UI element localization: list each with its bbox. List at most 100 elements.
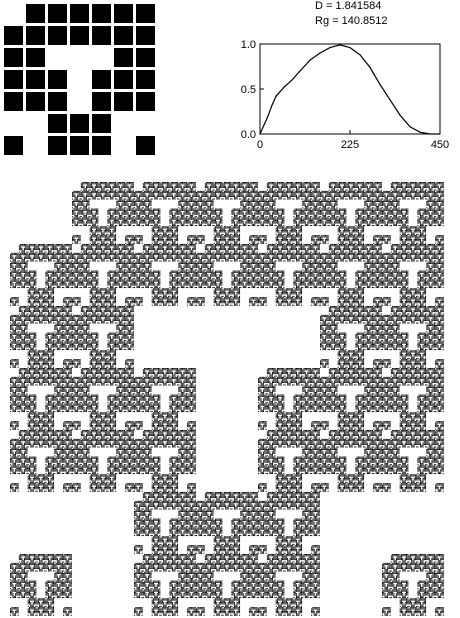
fractal-block [10, 306, 72, 368]
generator-cell [114, 4, 133, 23]
fractal-block [382, 182, 444, 244]
fractal-block [258, 492, 320, 554]
chart-svg: 0.0 0.5 1.0 0 225 450 [230, 0, 460, 160]
fractal-block [134, 244, 196, 306]
generator-cell [48, 136, 67, 155]
fractal-block [320, 368, 382, 430]
generator-cell [92, 26, 111, 45]
fractal-block [382, 554, 444, 616]
data-point [263, 124, 264, 125]
generator-cell [4, 26, 23, 45]
data-point [329, 47, 330, 48]
data-point [369, 67, 370, 68]
y-tick-label: 0.5 [241, 84, 256, 96]
fractal-block [196, 244, 258, 306]
y-tick-label: 1.0 [241, 39, 256, 51]
y-tick-label: 0.0 [241, 129, 256, 141]
generator-cell [48, 4, 67, 23]
data-point [309, 60, 310, 61]
generator-cell [92, 4, 111, 23]
fractal-block [320, 182, 382, 244]
generator-cell [92, 92, 111, 111]
generator-cell [92, 136, 111, 155]
generator-cell [92, 70, 111, 89]
generator-cell [26, 4, 45, 23]
generator-cell [136, 70, 155, 89]
generator-cell [48, 26, 67, 45]
data-point [429, 133, 430, 134]
data-point [291, 79, 292, 80]
generator-cell [48, 114, 67, 133]
fractal-block [258, 368, 320, 430]
data-point [339, 44, 340, 45]
fractal-block [196, 492, 258, 554]
generator-cell [136, 136, 155, 155]
data-point [283, 87, 284, 88]
fractal-block [382, 430, 444, 492]
generator-cell [92, 114, 111, 133]
fractal-block [258, 244, 320, 306]
fractal-block [134, 430, 196, 492]
fractal-block [72, 430, 134, 492]
generator-cell [114, 48, 133, 67]
data-point [299, 70, 300, 71]
generator-cell [114, 26, 133, 45]
data-point [259, 133, 260, 134]
fractal-block [134, 182, 196, 244]
generator-cell [4, 92, 23, 111]
fractal-block [258, 182, 320, 244]
fractal-block [382, 244, 444, 306]
data-point [319, 52, 320, 53]
fractal-block [320, 244, 382, 306]
data-point [419, 132, 420, 133]
x-tick-label: 0 [257, 139, 263, 151]
generator-cell [48, 92, 67, 111]
fractal-block [320, 306, 382, 368]
generator-cell [70, 4, 89, 23]
data-point [389, 99, 390, 100]
fractal-block [320, 430, 382, 492]
fractal-block [196, 554, 258, 616]
fractal-block [10, 368, 72, 430]
fractal-block [134, 492, 196, 554]
generator-cell [26, 26, 45, 45]
data-point [359, 54, 360, 55]
fractal-block [382, 306, 444, 368]
data-point [275, 96, 276, 97]
data-point [399, 115, 400, 116]
generator-cell [70, 26, 89, 45]
generator-cell [4, 136, 23, 155]
fractal-block [72, 368, 134, 430]
data-point [409, 126, 410, 127]
generator-cell [48, 70, 67, 89]
generator-cell [4, 70, 23, 89]
fractal-block [10, 554, 72, 616]
fractal-block [72, 244, 134, 306]
generator-cell [114, 70, 133, 89]
generator-cell [136, 4, 155, 23]
generator-pattern [4, 4, 158, 158]
x-tick-label: 225 [341, 139, 359, 151]
generator-cell [26, 48, 45, 67]
data-point [271, 105, 272, 106]
generator-cell [136, 26, 155, 45]
fractal-block [10, 244, 72, 306]
generator-cell [70, 114, 89, 133]
generator-cell [26, 92, 45, 111]
fractal-block [196, 182, 258, 244]
data-point [439, 133, 440, 134]
fractal-image [0, 178, 460, 618]
generator-cell [26, 70, 45, 89]
fractal-block [10, 430, 72, 492]
generator-cell [70, 136, 89, 155]
fractal-block [382, 368, 444, 430]
generator-cell [136, 48, 155, 67]
fractal-block [72, 182, 134, 244]
generator-cell [114, 92, 133, 111]
x-tick-label: 450 [431, 139, 449, 151]
fractal-block [258, 430, 320, 492]
data-point [349, 47, 350, 48]
fractal-block [134, 368, 196, 430]
generator-cell [4, 48, 23, 67]
